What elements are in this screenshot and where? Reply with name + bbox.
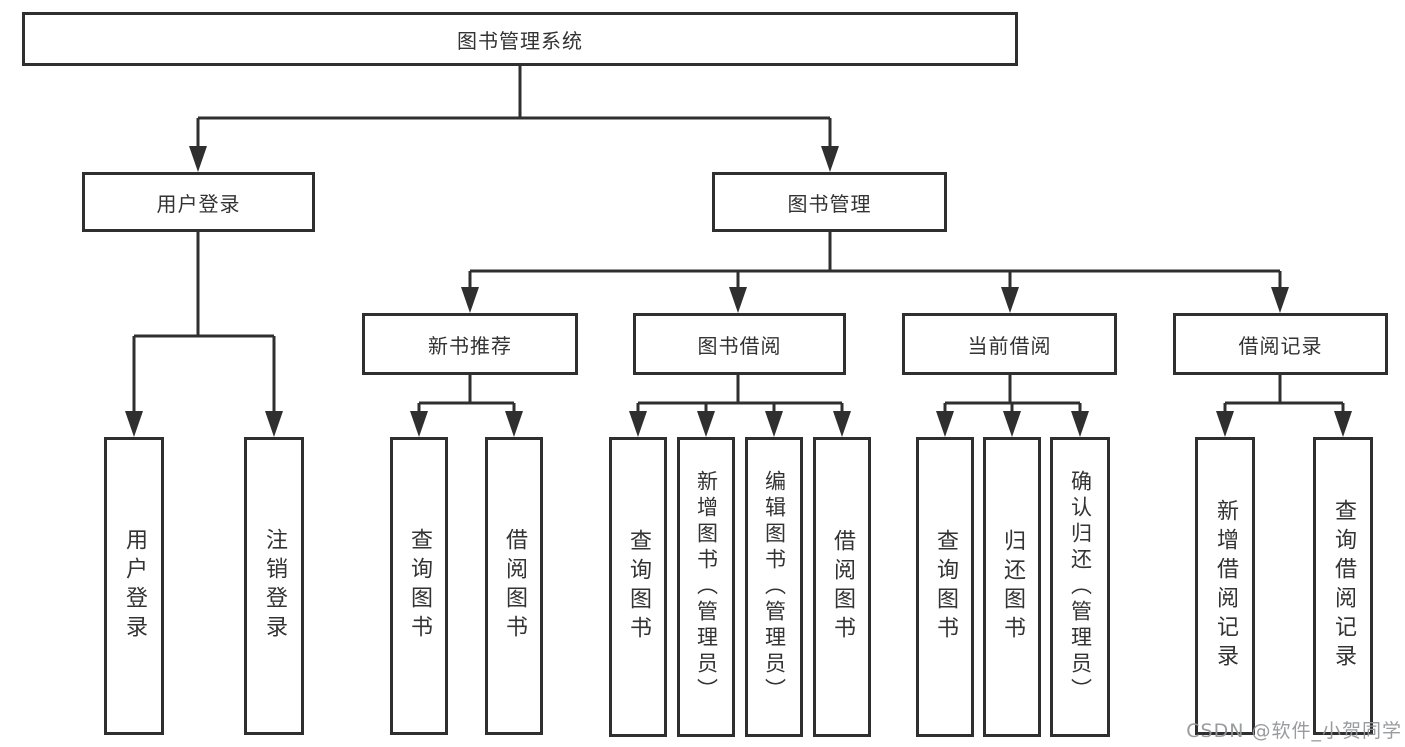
node-root: 图书管理系统: [22, 12, 1018, 66]
node-book-management: 图书管理: [712, 172, 947, 232]
node-leaf-query-borrow-record: 查询借阅记录: [1313, 437, 1373, 735]
node-label: 借阅记录: [1238, 333, 1323, 358]
node-leaf-edit-books-admin: 编辑图书（管理员）: [745, 437, 803, 737]
node-label: 图书借阅: [697, 333, 782, 358]
node-leaf-borrow-books: 借阅图书: [485, 437, 543, 735]
node-label: 图书管理: [787, 191, 872, 216]
node-label: 编辑图书（管理员）: [762, 470, 787, 704]
node-label: 查询借阅记录: [1331, 499, 1356, 673]
node-leaf-logout: 注销登录: [244, 437, 304, 735]
node-root-label: 图书管理系统: [457, 28, 583, 53]
node-label: 借阅图书: [830, 529, 855, 645]
node-label: 查询图书: [626, 529, 651, 645]
node-leaf-query-books: 查询图书: [390, 437, 448, 735]
node-leaf-return-books: 归还图书: [983, 437, 1041, 737]
node-leaf-query-books: 查询图书: [609, 437, 667, 737]
node-book-borrow: 图书借阅: [633, 313, 846, 375]
node-leaf-confirm-return-admin: 确认归还（管理员）: [1050, 437, 1110, 737]
node-label: 查询图书: [933, 529, 958, 645]
node-label: 注销登录: [262, 528, 287, 644]
node-leaf-query-books: 查询图书: [916, 437, 974, 737]
node-new-book-recommend: 新书推荐: [362, 313, 578, 375]
node-label: 当前借阅: [967, 333, 1052, 358]
node-label: 新书推荐: [428, 333, 512, 358]
node-label: 用户登录: [122, 528, 147, 644]
node-leaf-add-books-admin: 新增图书（管理员）: [677, 437, 735, 737]
node-leaf-borrow-books: 借阅图书: [813, 437, 871, 737]
node-label: 查询图书: [407, 528, 432, 644]
node-label: 用户登录: [156, 191, 241, 216]
node-label: 归还图书: [1000, 529, 1025, 645]
node-borrow-records: 借阅记录: [1173, 313, 1388, 375]
node-label: 确认归还（管理员）: [1068, 470, 1093, 704]
node-current-borrow: 当前借阅: [902, 313, 1117, 375]
node-label: 借阅图书: [502, 528, 527, 644]
node-leaf-add-borrow-record: 新增借阅记录: [1195, 437, 1255, 735]
node-leaf-user-login: 用户登录: [104, 437, 164, 735]
csdn-watermark: CSDN @软件_小贺同学: [1186, 720, 1402, 742]
node-user-login: 用户登录: [82, 172, 315, 232]
node-label: 新增图书（管理员）: [694, 470, 719, 704]
node-label: 新增借阅记录: [1213, 499, 1238, 673]
